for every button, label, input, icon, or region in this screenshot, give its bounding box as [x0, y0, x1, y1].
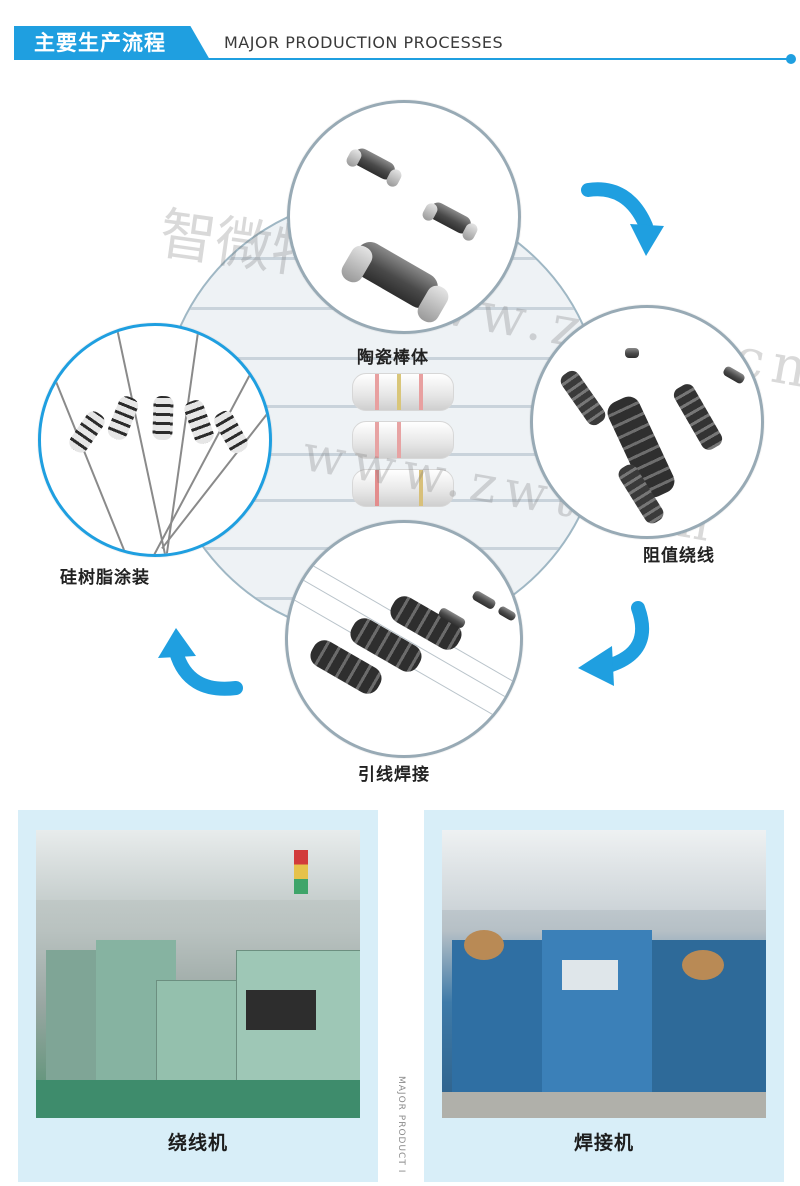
winding-machine-caption: 绕线机 [167, 1132, 228, 1154]
title-cn: 主要生产流程 [34, 31, 166, 55]
rotate-arrow-icon [578, 601, 650, 686]
step-winding-image [530, 305, 764, 539]
welding-machine-caption: 焊接机 [573, 1132, 634, 1154]
step-label-lead-welding: 引线焊接 [358, 765, 430, 785]
rotate-arrow-icon [581, 182, 664, 256]
step-label-winding: 阻值绕线 [643, 546, 715, 566]
section-header: 主要生产流程 MAJOR PRODUCTION PROCESSES [0, 0, 800, 64]
header-rule-dot [786, 54, 796, 64]
welding-machine-photo [442, 830, 766, 1118]
step-ceramic-rod-image [287, 100, 521, 334]
header-rule [205, 58, 792, 60]
rotate-arrow-icon [158, 628, 243, 696]
winding-machine-photo [36, 830, 360, 1118]
step-label-silicone-coating: 硅树脂涂装 [60, 568, 150, 588]
welding-machine-panel: 焊接机 [424, 810, 784, 1182]
step-label-ceramic-rod: 陶瓷棒体 [357, 348, 429, 368]
title-en: MAJOR PRODUCTION PROCESSES [224, 33, 504, 52]
step-silicone-coating-image [38, 323, 272, 557]
winding-machine-panel: 绕线机 [18, 810, 378, 1182]
vertical-caption-text: MAJOR PRODUCT I [396, 1076, 406, 1174]
title-tag-background [14, 26, 210, 60]
step-lead-welding-image [285, 520, 523, 758]
